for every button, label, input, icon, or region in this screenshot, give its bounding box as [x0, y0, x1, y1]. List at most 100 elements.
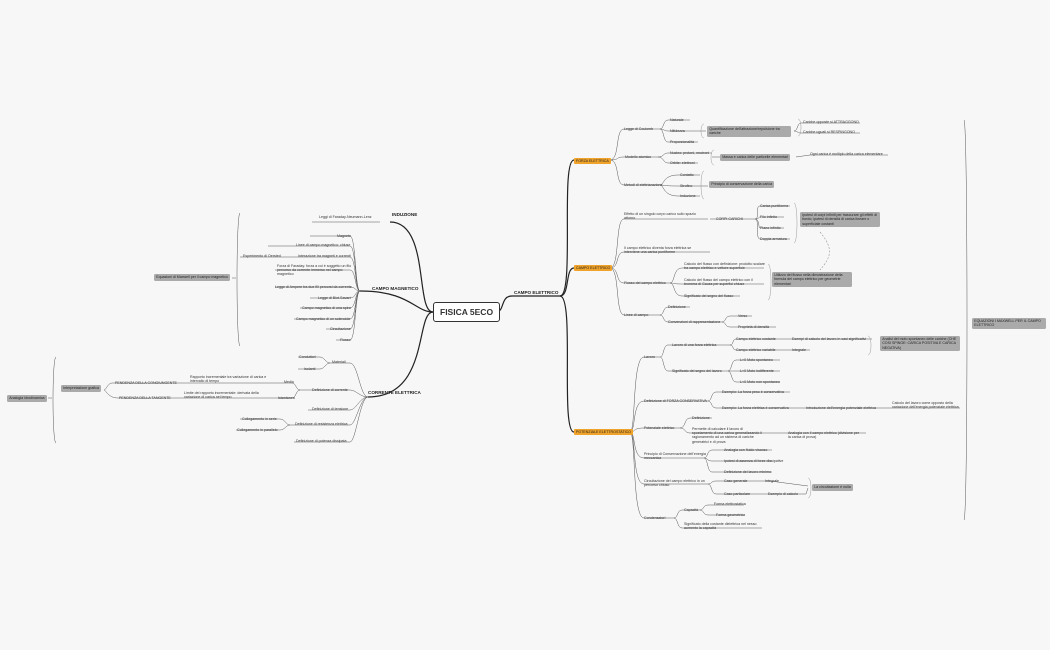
node-definizione[interactable]: Definizione	[668, 305, 686, 309]
node-esempio-calcolo[interactable]: Esempio di calcolo	[768, 492, 798, 496]
node-carica-puntiforme[interactable]: Carica puntiforme	[760, 204, 789, 208]
node-condensatori[interactable]: Condensatori	[644, 516, 666, 520]
node-quantificazione[interactable]: Quantificazione dell'attrazione/repulsio…	[707, 126, 792, 137]
node-integrale2[interactable]: Integrale	[765, 479, 779, 483]
node-contatto[interactable]: Contatto	[680, 173, 694, 177]
node-cm-solenoide[interactable]: Campo magnetico di un solenoide	[296, 317, 351, 321]
node-doppia-armatura[interactable]: Doppia armatura	[760, 237, 787, 241]
node-leggi-faraday[interactable]: Leggi di Faraday-Neumann-Lenz	[319, 215, 372, 219]
node-flusso[interactable]: Flusso	[340, 338, 351, 342]
node-conduttori[interactable]: Conduttori	[299, 355, 316, 359]
node-lavoro-forza[interactable]: Lavoro di una forza elettrica	[672, 343, 717, 347]
node-piano-infinito[interactable]: Piano infinito	[760, 226, 781, 230]
node-pendenza-tang[interactable]: PENDENZA DELLA TANGENTE	[119, 396, 171, 400]
node-materiali[interactable]: Materiali	[332, 360, 346, 364]
node-interp-grafica[interactable]: Interpretazione grafica	[61, 385, 102, 392]
node-ipotesi[interactable]: Ipotesi di corpi infiniti per trascurare…	[800, 212, 881, 227]
node-effetto[interactable]: Effetto di un singolo corpo carico sullo…	[624, 212, 696, 221]
node-ipotesi-forze[interactable]: Ipotesi di assenza di forze dissipative	[724, 459, 784, 463]
node-def-potenza[interactable]: Definizione di potenza dissipata	[296, 439, 347, 443]
node-esempi-calcolo[interactable]: Esempi di calcolo del lavoro in casi sig…	[792, 337, 867, 341]
node-convenzioni[interactable]: Convenzioni di rappresentazione	[668, 320, 721, 324]
node-introduzione-pot[interactable]: Introduzione dell'energia potenziale ele…	[806, 406, 877, 410]
node-analogia-ce[interactable]: Analogia con il campo elettrico (divisio…	[788, 431, 860, 440]
node-principio-cons[interactable]: Principio di Conservazione dell'energia …	[644, 452, 706, 461]
node-interazione[interactable]: Interazione tra magneti e correnti	[298, 254, 351, 258]
node-analogia[interactable]: Analogia idrodinamica	[7, 395, 47, 402]
node-modello-atomico[interactable]: Modello atomico	[625, 155, 652, 159]
node-esp-oersted[interactable]: Esperimento di Oersted	[243, 254, 281, 258]
node-cm-spira[interactable]: Campo magnetico di una spira	[302, 306, 351, 310]
node-def-lavoro-minimo[interactable]: Definizione del lavoro minimo	[724, 470, 771, 474]
node-analisi[interactable]: Analisi del moto spontaneo delle cariche…	[880, 336, 961, 351]
node-strofino[interactable]: Strofino	[680, 184, 693, 188]
node-caso-generale[interactable]: Caso generale	[724, 479, 748, 483]
node-circuitazione-ce[interactable]: Circuitazione del campo elettrico in un …	[644, 479, 705, 488]
node-maxwell-cm[interactable]: Equazioni di Maxwell per il campo magnet…	[154, 274, 231, 281]
node-calcolo-gauss[interactable]: Calcolo del flusso del campo elettrico c…	[684, 278, 753, 287]
node-l-zero[interactable]: L=0 Moto indifferente	[740, 369, 774, 373]
node-densita[interactable]: Proprietà di densità	[738, 325, 769, 329]
node-magnete[interactable]: Magnete	[337, 234, 351, 238]
central-topic[interactable]: FISICA 5ECO	[433, 302, 501, 322]
branch-campo-magnetico[interactable]: CAMPO MAGNETICO	[372, 286, 419, 291]
node-ogni-carica[interactable]: Ogni carica è multiplo della carica elem…	[810, 152, 883, 156]
node-conservazione[interactable]: Principio di conservazione della carica	[709, 181, 775, 188]
node-legge-ampere[interactable]: Legge di Ampere tra due fili percorsi da…	[275, 285, 352, 289]
node-naturale[interactable]: Naturale	[670, 118, 684, 122]
node-significato-lavoro[interactable]: Significato del segno del lavoro	[672, 369, 722, 373]
node-campo-elettrico-tag[interactable]: CAMPO ELETTRICO	[574, 265, 613, 272]
node-flusso-ce[interactable]: Flusso del campo elettrico	[624, 281, 666, 285]
node-linee-cm[interactable]: Linee di campo magnetico: chiuse	[296, 243, 351, 247]
branch-campo-elettrico[interactable]: CAMPO ELETTRICO	[514, 290, 559, 295]
node-legge-coulomb[interactable]: Legge di Coulomb	[624, 127, 654, 131]
node-verso[interactable]: Verso	[738, 314, 748, 318]
node-proporzionalita[interactable]: Proporzionalità	[670, 140, 694, 144]
node-caso-particolare[interactable]: Caso particolare	[724, 492, 751, 496]
node-significato-segno[interactable]: Significato del segno del flusso	[684, 294, 734, 298]
node-calcolo-flusso[interactable]: Calcolo del flusso con definizione: prod…	[684, 262, 765, 271]
node-forza-faraday[interactable]: Forza di Faraday: forza a cui è soggetto…	[277, 264, 352, 277]
node-pendenza-cong[interactable]: PENDENZA DELLA CONGIUNGENTE	[115, 381, 177, 385]
node-ce-variabile[interactable]: Campo elettrico variabile	[736, 348, 776, 352]
branch-induzione[interactable]: INDUZIONE	[392, 212, 418, 217]
node-linee-campo[interactable]: Linee di campo	[624, 313, 649, 317]
node-def-conservativa[interactable]: Definizione di FORZA CONSERVATIVA	[644, 399, 707, 403]
node-coll-serie[interactable]: Collegamento in serie	[242, 417, 277, 421]
node-ce-costante[interactable]: Campo elettrico costante	[736, 337, 776, 341]
node-massa-carica[interactable]: Massa e carica delle particelle elementa…	[720, 154, 791, 161]
node-istantanea[interactable]: Istantanea	[278, 396, 295, 400]
node-filo-infinito[interactable]: Filo infinito	[760, 215, 778, 219]
branch-corrente[interactable]: CORRENTE ELETTRICA	[368, 390, 421, 395]
node-diventa-forza[interactable]: Il campo elettrico diventa forza elettri…	[624, 246, 692, 255]
node-significato-costante[interactable]: Significato della costante dielettrica n…	[684, 522, 757, 531]
node-definizione2[interactable]: Definizione	[692, 416, 710, 420]
node-l-pos[interactable]: L>0 Moto spontaneo	[740, 358, 773, 362]
node-forma-elettrostatica[interactable]: Forma elettrostatica	[714, 502, 746, 506]
node-calcolo-lavoro[interactable]: Calcolo del lavoro come opposto della va…	[892, 401, 959, 410]
node-utilizzo-flusso[interactable]: Utilizzo del flusso nella dimostrazione …	[772, 272, 853, 287]
node-def-resistenza[interactable]: Definizione di resistenza elettrica	[295, 422, 348, 426]
node-media[interactable]: Media	[284, 380, 294, 384]
node-def-tensione[interactable]: Definizione di tensione	[312, 407, 349, 411]
node-orbite[interactable]: Orbite: elettroni	[670, 161, 695, 165]
node-coll-parallelo[interactable]: Collegamento in parallelo	[237, 428, 278, 432]
node-circuitazione[interactable]: Circuitazione	[330, 327, 351, 331]
node-forza-elettrica[interactable]: FORZA ELETTRICA	[574, 158, 611, 165]
node-potenziale[interactable]: POTENZIALE ELETTROSTATICO	[574, 429, 633, 436]
node-isolanti[interactable]: Isolanti	[304, 367, 316, 371]
node-metodi[interactable]: Metodi di elettrizzazione	[624, 183, 663, 187]
node-corpi-carichi[interactable]: CORPI CARICHI	[716, 217, 744, 221]
node-nucleo[interactable]: Nucleo: protoni, neutroni	[670, 151, 710, 155]
node-opposte[interactable]: Cariche opposte si ATTRAGGONO	[803, 120, 859, 124]
node-rapporto[interactable]: Rapporto incrementale tra variazione di …	[190, 375, 267, 384]
node-induzione-el[interactable]: Induzione	[680, 194, 696, 198]
node-limite[interactable]: Limite del rapporto incrementale: deriva…	[184, 391, 259, 400]
node-permette[interactable]: Permette di calcolare il lavoro di spost…	[692, 427, 762, 444]
node-biot-savart[interactable]: Legge di Biot-Savart	[318, 296, 351, 300]
node-forma-geometrica[interactable]: Forma geometrica	[716, 513, 746, 517]
node-nitidezza[interactable]: Nitidezza	[670, 129, 685, 133]
node-capacita[interactable]: Capacità	[684, 508, 699, 512]
node-lavoro[interactable]: Lavoro	[644, 355, 655, 359]
node-uguali[interactable]: Cariche uguali si RESPINGONO	[803, 130, 855, 134]
